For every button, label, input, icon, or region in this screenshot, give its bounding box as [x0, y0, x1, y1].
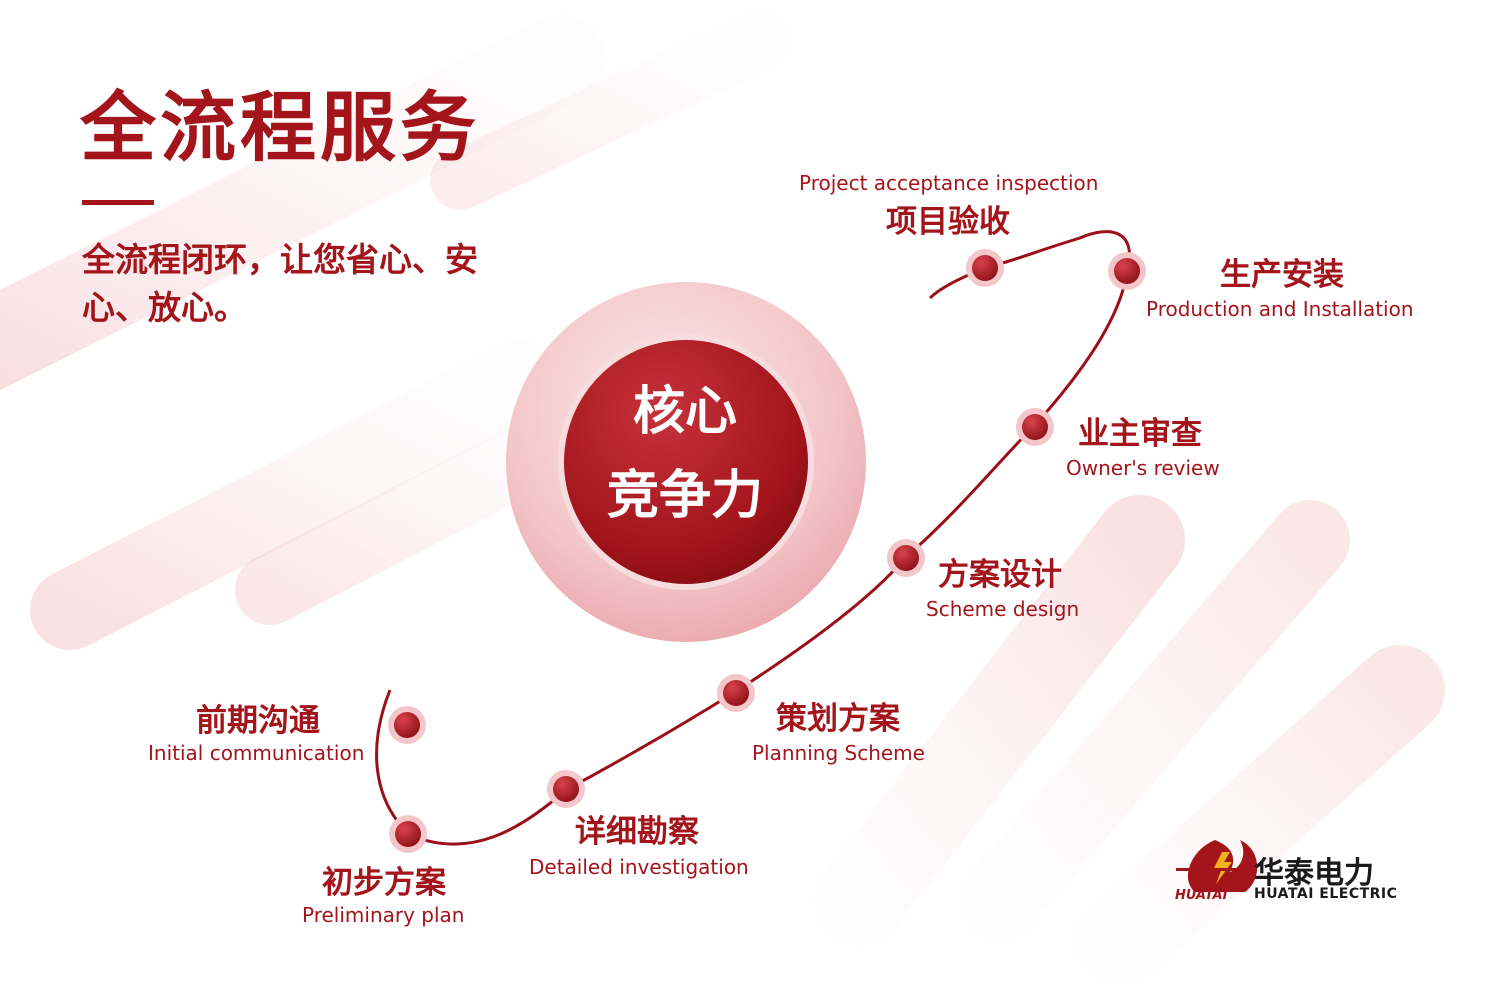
step-dot-scheme-design: [887, 539, 925, 577]
step-label-en: Planning Scheme: [752, 741, 925, 765]
step-dot-project-acceptance: [966, 249, 1004, 287]
step-label-zh: 项目验收: [886, 204, 1010, 240]
step-dot-production-installation: [1108, 252, 1146, 290]
step-label-en: Production and Installation: [1146, 297, 1414, 321]
title-divider: [82, 200, 154, 205]
core-emblem: [506, 282, 866, 642]
step-label-en: Owner's review: [1066, 456, 1220, 480]
page-title: 全流程服务: [80, 83, 480, 172]
step-dot-planning-scheme: [717, 674, 755, 712]
step-dot-preliminary-plan: [389, 815, 427, 853]
step-label-en: Preliminary plan: [302, 903, 465, 927]
page-subtitle: 全流程闭环，让您省心、安心、放心。: [82, 240, 478, 327]
step-label-zh: 生产安装: [1220, 257, 1344, 293]
core-label: 核心 竞争力: [560, 370, 810, 538]
background-stripes: [0, 10, 1445, 985]
step-dots: [388, 249, 1146, 853]
step-label-zh: 策划方案: [776, 701, 900, 737]
step-label-en: Scheme design: [926, 597, 1080, 621]
logo-name-en: HUATAI ELECTRIC: [1254, 886, 1398, 902]
step-label-zh: 前期沟通: [196, 703, 320, 739]
step-label-en: Project acceptance inspection: [799, 171, 1099, 195]
core-label-line1: 核心: [632, 382, 737, 442]
logo-mark-icon: [1176, 840, 1258, 892]
step-label-zh: 详细勘察: [575, 814, 699, 850]
logo-name-zh: 华泰电力: [1254, 856, 1374, 891]
step-label-zh: 方案设计: [938, 557, 1062, 593]
step-label-zh: 初步方案: [322, 865, 446, 901]
logo-tag: HUATAI: [1175, 888, 1228, 903]
step-label-zh: 业主审查: [1078, 416, 1202, 452]
step-dot-initial-communication: [388, 706, 426, 744]
step-dot-detailed-investigation: [547, 770, 585, 808]
step-label-en: Initial communication: [148, 741, 365, 765]
step-dot-owners-review: [1016, 408, 1054, 446]
step-label-en: Detailed investigation: [529, 855, 749, 879]
core-label-line2: 竞争力: [606, 466, 763, 526]
